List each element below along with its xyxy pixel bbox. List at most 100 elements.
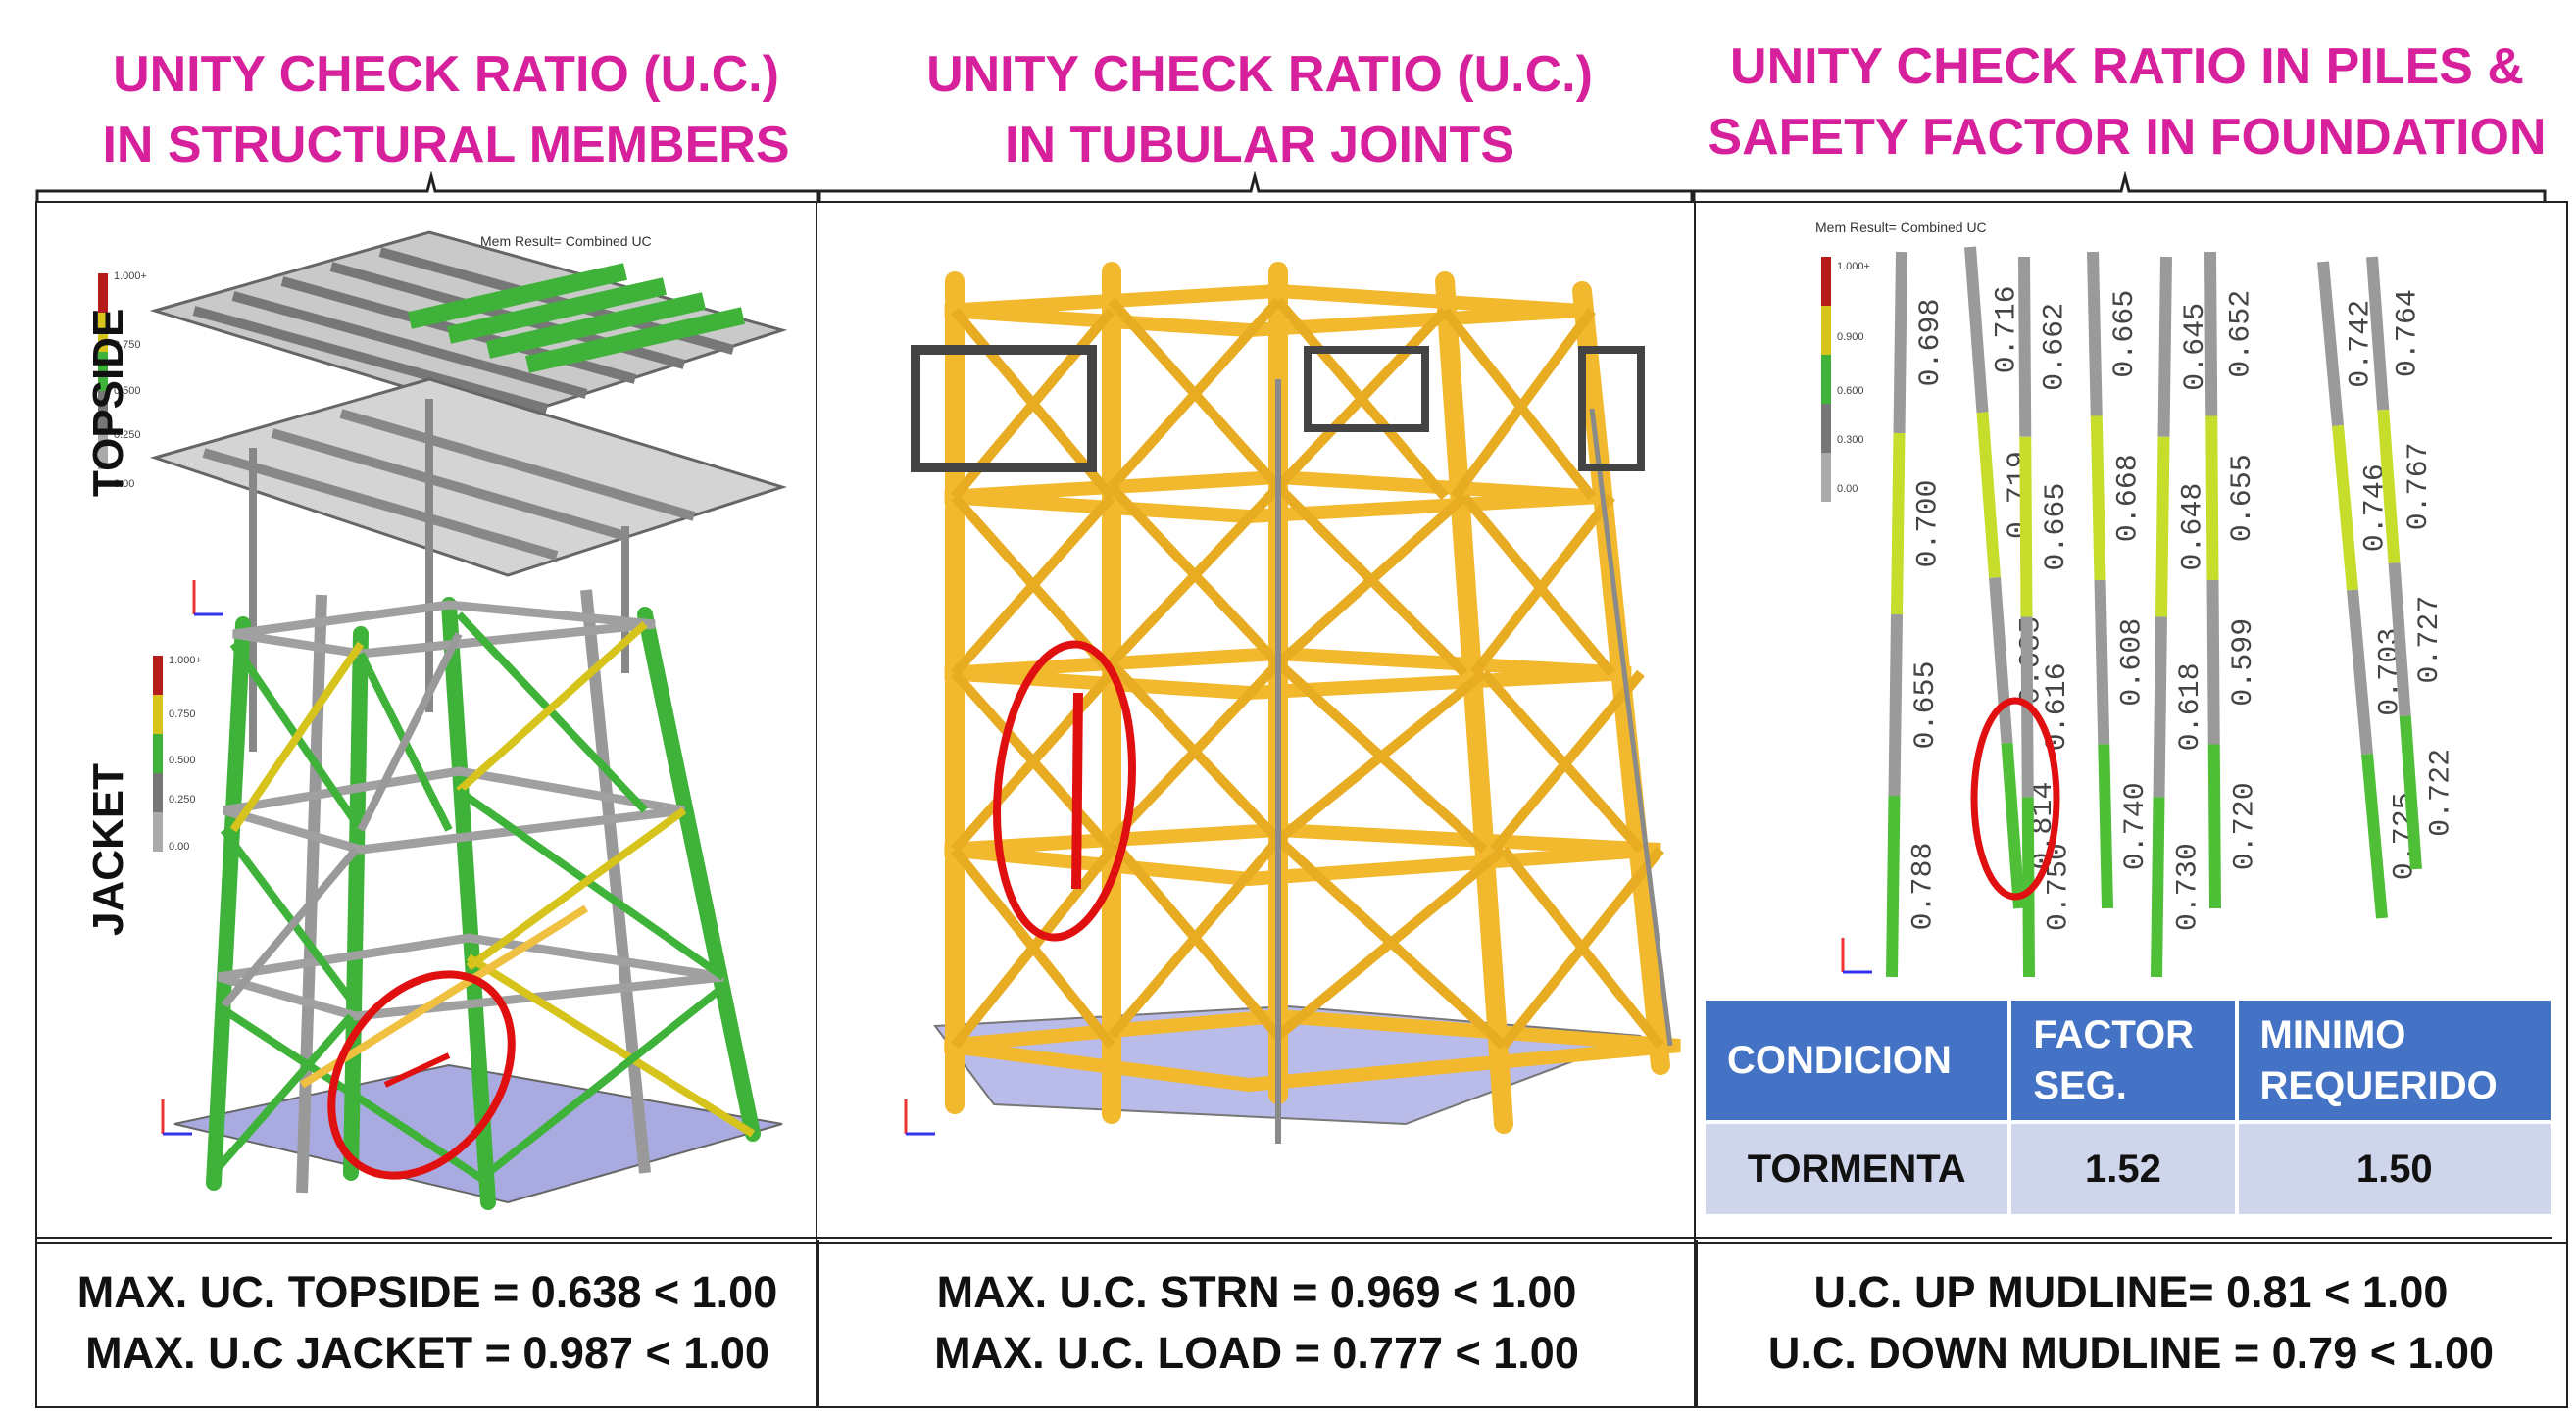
- pile-uc-label: 0.652: [2225, 290, 2258, 378]
- pile-segment: [2019, 436, 2033, 617]
- pile-segment: [2021, 797, 2035, 978]
- svg-text:1.000+: 1.000+: [114, 270, 147, 282]
- pile-uc-label: 0.608: [2115, 618, 2149, 707]
- table-cell-factor: 1.52: [2011, 1124, 2235, 1214]
- up-mudline-uc: U.C. UP MUDLINE= 0.81 < 1.00: [1813, 1267, 2449, 1317]
- tubular-joints-panel: [816, 201, 1698, 1244]
- panel-1-title-line2: IN STRUCTURAL MEMBERS: [102, 117, 790, 173]
- legend-title: Mem Result= Combined UC: [480, 233, 652, 249]
- table-cell-condition: TORMENTA: [1706, 1124, 2008, 1214]
- pile-segment: [2094, 579, 2110, 745]
- pile-segment: [2153, 616, 2167, 798]
- piles-model: Mem Result= Combined UC 1.000+ 0.900 0.6…: [1815, 220, 2457, 978]
- pile-segment: [2087, 251, 2103, 416]
- svg-text:0.500: 0.500: [169, 755, 196, 766]
- pile-segment: [2151, 797, 2165, 978]
- pile-segment: [2366, 256, 2390, 411]
- svg-text:0.750: 0.750: [114, 339, 141, 351]
- pile-uc-label: 0.665: [2108, 290, 2142, 378]
- pile-segment: [2377, 409, 2401, 563]
- pile-segment: [2001, 742, 2025, 909]
- pile-legend-tick: 0.00: [1837, 483, 1858, 495]
- pile-segment: [2204, 251, 2218, 416]
- pile-segment: [2155, 436, 2170, 617]
- jacket-label: JACKET: [84, 762, 132, 936]
- pile-uc-label: 0.599: [2227, 618, 2260, 707]
- svg-text:0.00: 0.00: [114, 478, 134, 490]
- critical-joint-highlight: [993, 640, 1136, 942]
- topside-label: TOPSIDE: [84, 308, 132, 497]
- pile-legend-tick: 0.600: [1837, 385, 1864, 397]
- pile-uc-label: 0.665: [2040, 483, 2073, 571]
- svg-text:0.750: 0.750: [169, 708, 196, 720]
- pile-segment: [2090, 415, 2106, 581]
- svg-text:1.000+: 1.000+: [169, 655, 202, 666]
- pile-uc-label: 0.727: [2413, 596, 2447, 684]
- table-header-factor: FACTOR SEG.: [2011, 1001, 2235, 1120]
- pile-uc-label: 0.700: [1911, 479, 1945, 567]
- pile-uc-label: 0.698: [1914, 298, 1948, 386]
- pile-segment: [2205, 415, 2219, 581]
- pile-segment: [1891, 432, 1906, 615]
- jacket-yellow-model: [904, 262, 1681, 1144]
- panel-2-title-line1: UNITY CHECK RATIO (U.C.): [926, 46, 1593, 103]
- pile-uc-label: 0.788: [1907, 842, 1940, 930]
- down-mudline-uc: U.C. DOWN MUDLINE = 0.79 < 1.00: [1767, 1328, 2495, 1378]
- pile-uc-label: 0.716: [1990, 285, 2023, 373]
- pile-segment: [1964, 246, 1989, 414]
- svg-text:0.00: 0.00: [169, 841, 189, 853]
- pile-uc-label: 0.655: [1909, 660, 1943, 749]
- pile-segment: [1893, 251, 1907, 434]
- panel-2-title-line2: IN TUBULAR JOINTS: [1005, 117, 1514, 173]
- pile-uc-label: 0.722: [2424, 749, 2457, 837]
- panel-1-title: UNITY CHECK RATIO (U.C.) IN STRUCTURAL M…: [39, 39, 853, 186]
- piles-foundation-panel: Mem Result= Combined UC 1.000+ 0.900 0.6…: [1694, 201, 2568, 1244]
- panel-3-caption: U.C. UP MUDLINE= 0.81 < 1.00 U.C. DOWN M…: [1694, 1240, 2568, 1408]
- pile-uc-label: 0.730: [2171, 843, 2204, 931]
- pile-uc-label: 0.764: [2392, 289, 2425, 377]
- pile-segment: [2207, 744, 2221, 909]
- table-header-minimo: MINIMO REQUERIDO: [2238, 1001, 2551, 1120]
- table-cell-minimum: 1.50: [2238, 1124, 2551, 1214]
- panel-2-title: UNITY CHECK RATIO (U.C.) IN TUBULAR JOIN…: [853, 39, 1666, 186]
- caption-separator: [35, 1237, 2552, 1239]
- panel-3-title: UNITY CHECK RATIO IN PILES & SAFETY FACT…: [1686, 31, 2568, 178]
- critical-member-highlight: [327, 970, 516, 1180]
- pile-uc-label: 0.662: [2039, 303, 2072, 391]
- pile-uc-label: 0.655: [2226, 454, 2259, 542]
- pile-segment: [1888, 613, 1903, 797]
- jacket-max-uc: MAX. U.C JACKET = 0.987 < 1.00: [85, 1328, 769, 1378]
- pile-segment: [1976, 412, 2001, 578]
- pile-segment: [2347, 589, 2373, 756]
- pile-segment: [1886, 795, 1901, 978]
- panel-3-title-line1: UNITY CHECK RATIO IN PILES &: [1730, 38, 2524, 95]
- pile-legend-tick: 0.900: [1837, 331, 1864, 343]
- max-pile-highlight: [1970, 697, 2060, 901]
- foundation-safety-table: CONDICION FACTOR SEG. MINIMO REQUERIDO T…: [1702, 997, 2554, 1218]
- pile-segment: [2206, 579, 2220, 745]
- pile-legend-tick: 0.300: [1837, 434, 1864, 446]
- pile-segment: [2361, 753, 2388, 919]
- pile-uc-label: 0.618: [2174, 662, 2207, 751]
- brace-connectors: [35, 171, 2547, 201]
- pile-uc-label: 0.648: [2176, 483, 2209, 571]
- svg-text:0.500: 0.500: [114, 385, 141, 397]
- load-max-uc: MAX. U.C. LOAD = 0.777 < 1.00: [934, 1328, 1579, 1378]
- pile-segment: [2157, 256, 2172, 437]
- panel-2-caption: MAX. U.C. STRN = 0.969 < 1.00 MAX. U.C. …: [816, 1240, 1698, 1408]
- pile-legend-tick: 1.000+: [1837, 261, 1870, 272]
- pile-uc-label: 0.767: [2403, 442, 2436, 530]
- pile-uc-label: 0.720: [2228, 782, 2261, 870]
- pile-segment: [2332, 424, 2358, 591]
- panel-3-title-line2: SAFETY FACTOR IN FOUNDATION: [1708, 109, 2547, 166]
- table-header-condicion: CONDICION: [1706, 1001, 2008, 1120]
- pile-uc-label: 0.668: [2112, 454, 2146, 542]
- svg-text:0.250: 0.250: [114, 429, 141, 441]
- panel-1-caption: MAX. UC. TOPSIDE = 0.638 < 1.00 MAX. U.C…: [35, 1240, 819, 1408]
- pile-segment: [2388, 562, 2411, 717]
- topside-jacket-model: Mem Result= Combined UC 1.000+ 0.750 0.5…: [98, 230, 788, 1210]
- topside-max-uc: MAX. UC. TOPSIDE = 0.638 < 1.00: [76, 1267, 778, 1317]
- pile-segment: [2098, 744, 2113, 909]
- pile-legend-title: Mem Result= Combined UC: [1815, 220, 1987, 235]
- strn-max-uc: MAX. U.C. STRN = 0.969 < 1.00: [936, 1267, 1577, 1317]
